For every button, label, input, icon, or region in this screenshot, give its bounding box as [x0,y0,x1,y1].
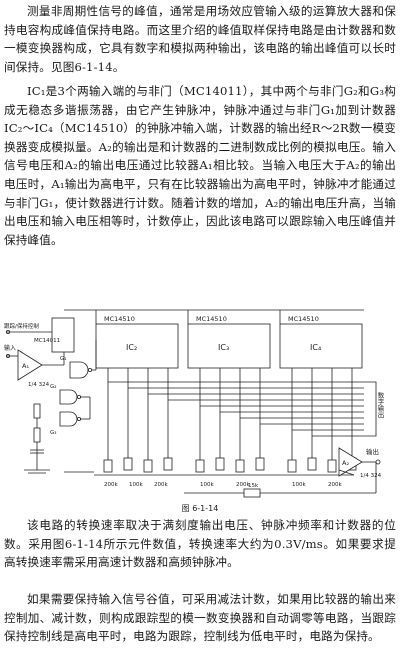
paragraph-intro: 测量非周期性信号的峰值，通常是用场效应管输入级的运算放大器和保持电容构成峰值保持… [4,4,396,74]
feedback-resistor-label: 15k [248,483,259,489]
paragraph-circuit-description: IC₁是3个两输入端的与非门（MC14011），其中两个与非门G₂和G₃构成无稳… [4,84,396,247]
counter-label: IC₃ [218,343,229,352]
output-label: 输出 [366,447,379,456]
gate-label: G₂ [50,384,56,390]
resistor-label: 100k [129,482,143,488]
gate-label: G₁ [60,356,66,362]
counter-chip-ic3: MC14510 IC₃ [187,315,271,369]
opamp-a1: A₁ 1/4 324 [17,349,65,388]
paragraph-valley-hold: 如果需要保持输入信号谷值，可采用减法计数，如果用比较器的输出来控制加、减计数，则… [4,592,396,644]
oscillator-components [24,403,50,474]
opamp2-part: 1/4 324 [360,473,382,479]
counter-label: IC₄ [310,343,321,352]
resistor-label: 200k [328,482,342,488]
gate-chip: MC14011 [34,317,75,353]
counter-label: IC₂ [126,343,137,352]
chip-label: MC14510 [104,315,135,323]
chip-label: MC14510 [196,315,227,323]
counter-chip-ic2: MC14510 IC₂ [95,315,179,369]
opamp1-label: A₁ [22,362,29,370]
digital-output-label: 数字输出 [376,391,384,420]
opamp1-part: 1/4 324 [28,382,50,388]
figure-caption: 图 6-1-14 [181,504,219,513]
resistor-label: 100k [292,482,306,488]
digital-output-lines [108,381,377,437]
gate-label: G₃ [50,430,56,436]
input-label: 输入 [4,344,16,352]
data-lines [107,368,353,465]
track-hold-label: 跟踪/保持控制 [4,322,39,330]
gate-chip-label: MC14011 [34,338,60,344]
chip-label: MC14510 [288,315,319,323]
counter-chip-ic4: MC14510 IC₄ [279,315,363,369]
resistor-label: 200k [236,482,250,488]
resistor-label: 200k [104,482,118,488]
circuit-figure: MC14510 IC₂ MC14510 IC₃ MC14510 IC₄ 数字输出 [4,300,396,500]
resistor-label: 100k [200,482,214,488]
r2r-ladder: 200k 100k 200k 100k 200k 100k 200k [94,457,357,488]
opamp2-label: A₂ [342,459,349,467]
resistor-label: 200k [154,482,168,488]
nand-gates: G₁ G₂ G₃ [50,340,97,436]
paragraph-conversion-rate: 该电路的转换速率取决于满刻度输出电压、钟脉冲频率和计数器的位数。采用图6-1-1… [4,518,396,570]
